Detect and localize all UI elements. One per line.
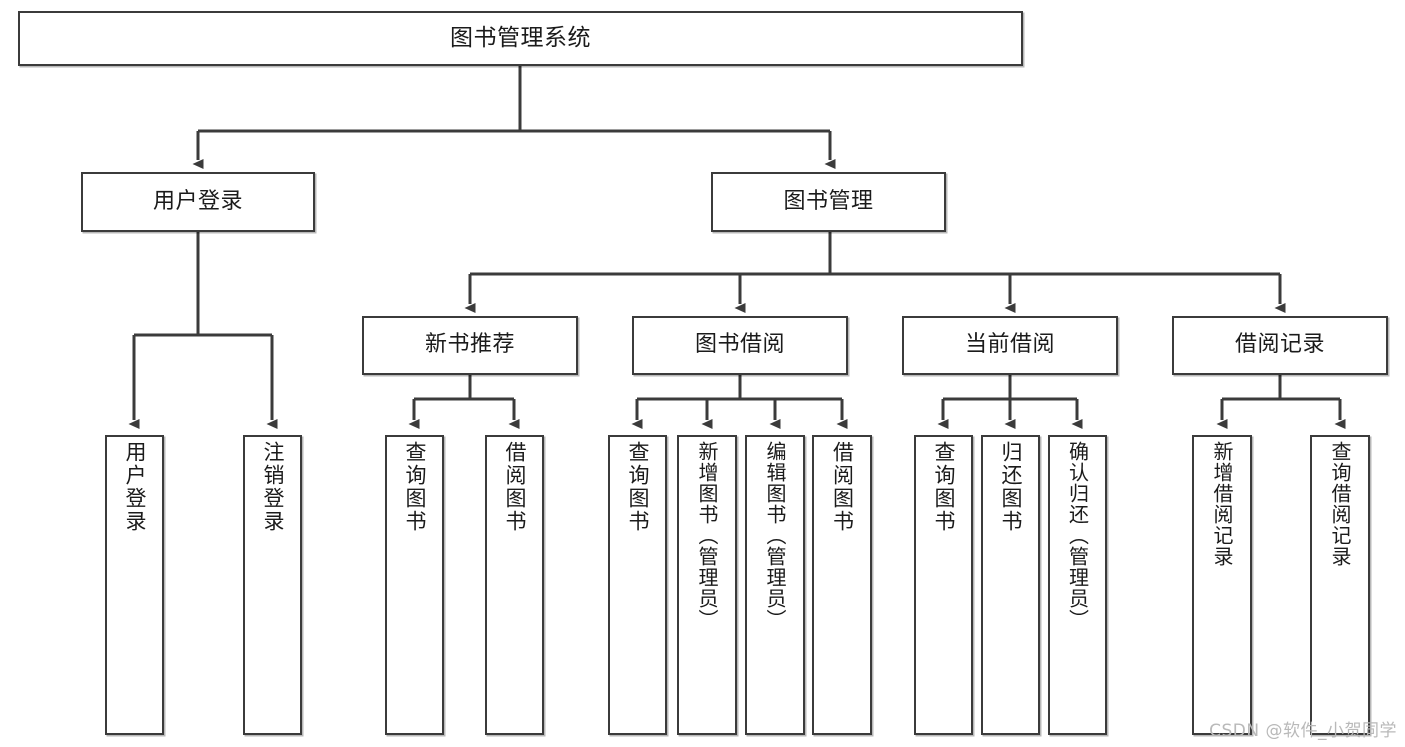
node-borrow-record[interactable]: 借阅记录 [1172,316,1388,375]
leaf-query-book-current[interactable]: 查询图书 [914,435,973,735]
node-label: 图书管理 [783,188,874,214]
node-label: 借阅记录 [1234,332,1325,358]
node-current-borrow[interactable]: 当前借阅 [902,316,1118,375]
node-label: 用户登录 [152,188,243,214]
csdn-watermark: CSDN @软件_小贺同学 [1209,721,1397,741]
node-label: 新增借阅记录 [1210,441,1234,567]
node-label: 查询图书 [626,441,650,533]
leaf-user-login[interactable]: 用户登录 [105,435,164,735]
node-label: 新书推荐 [424,332,515,358]
leaf-confirm-return-admin[interactable]: 确认归还（管理员） [1048,435,1107,735]
leaf-borrow-book[interactable]: 借阅图书 [812,435,872,735]
node-user-login[interactable]: 用户登录 [81,172,315,232]
node-label: 图书管理系统 [450,24,591,51]
node-label: 用户登录 [123,441,147,533]
node-label: 归还图书 [999,441,1023,533]
node-label: 确认归还（管理员） [1065,441,1090,630]
leaf-return-book[interactable]: 归还图书 [981,435,1040,735]
node-root-book-management-system[interactable]: 图书管理系统 [18,11,1023,66]
node-label: 新增图书（管理员） [695,441,719,630]
leaf-add-book-admin[interactable]: 新增图书（管理员） [677,435,737,735]
node-label: 查询图书 [403,441,427,533]
node-label: 当前借阅 [964,332,1055,358]
leaf-add-borrow-record[interactable]: 新增借阅记录 [1192,435,1252,735]
node-label: 图书借阅 [694,332,785,358]
node-label: 查询图书 [932,441,956,533]
leaf-query-book-recommendation[interactable]: 查询图书 [385,435,444,735]
node-label: 借阅图书 [503,441,527,533]
leaf-query-borrow-record[interactable]: 查询借阅记录 [1310,435,1370,735]
node-book-borrow[interactable]: 图书借阅 [632,316,848,375]
node-label: 编辑图书（管理员） [763,441,787,630]
node-label: 查询借阅记录 [1328,441,1352,567]
node-book-management[interactable]: 图书管理 [711,172,946,232]
leaf-logout-login[interactable]: 注销登录 [243,435,302,735]
node-new-book-recommendation[interactable]: 新书推荐 [362,316,578,375]
leaf-query-book-borrow[interactable]: 查询图书 [608,435,667,735]
leaf-borrow-book-recommendation[interactable]: 借阅图书 [485,435,544,735]
leaf-edit-book-admin[interactable]: 编辑图书（管理员） [745,435,805,735]
node-label: 注销登录 [261,441,285,533]
node-label: 借阅图书 [830,441,855,533]
